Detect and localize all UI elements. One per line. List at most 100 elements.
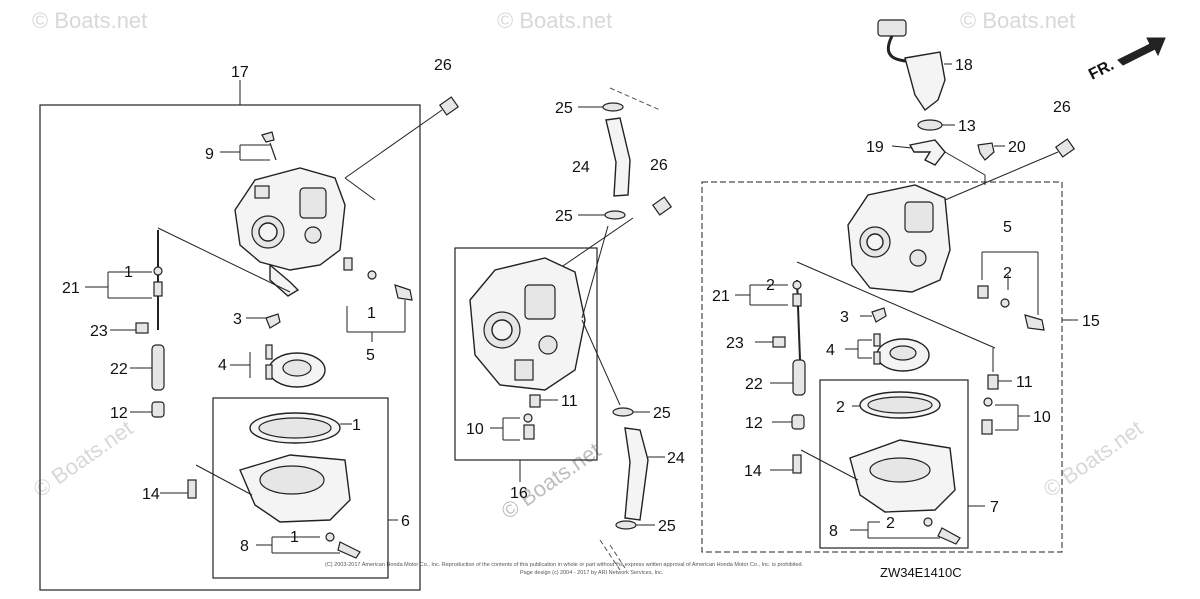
callout-3-right: 3 (840, 309, 849, 326)
jet-12-left (151, 401, 165, 418)
callout-2-washer-right: 2 (886, 515, 895, 532)
sensor-18 (877, 19, 946, 112)
callout-23-right: 23 (726, 335, 744, 352)
callout-21-left: 21 (62, 280, 80, 297)
screw-26-right (1054, 138, 1076, 158)
screw-3-right (871, 307, 887, 323)
carburetor-body-right (847, 184, 951, 293)
hose-24-top (605, 117, 631, 197)
plug-23-left (135, 322, 149, 334)
callout-23-left: 23 (90, 323, 108, 340)
callout-22-right: 22 (745, 376, 763, 393)
diagram-code: ZW34E1410C (880, 565, 962, 580)
watermark-bottom-center: © Boats.net (497, 437, 606, 524)
assembly-box-17 (39, 104, 421, 591)
bracket-19 (908, 139, 946, 166)
callout-2-spring-right: 2 (1003, 265, 1012, 282)
callout-1-washer-left: 1 (290, 529, 299, 546)
watermark-bottom-left: © Boats.net (29, 415, 138, 502)
float-chamber-box-6 (212, 397, 389, 579)
callout-11-center: 11 (561, 393, 578, 410)
spring-1-left (343, 257, 353, 271)
callout-22-left: 22 (110, 361, 128, 378)
callout-1-needle-left: 1 (124, 264, 133, 281)
screw-3-left (265, 313, 281, 329)
clamp-25-a (602, 102, 624, 112)
callout-numbers: 17 26 9 21 1 23 22 12 3 4 1 5 1 14 6 8 1… (62, 57, 1100, 555)
screw-10-right (981, 419, 993, 435)
float-chamber-box-7 (819, 379, 969, 549)
callout-25-a: 25 (555, 100, 573, 117)
screw-20 (977, 142, 995, 161)
screw-8-right (937, 527, 961, 545)
screw-26-left (438, 96, 460, 116)
callout-9: 9 (205, 146, 214, 163)
hose-24-bottom (624, 427, 649, 521)
clamp-25-c (612, 407, 634, 417)
screw-5-left (394, 284, 413, 301)
callout-6: 6 (401, 513, 410, 530)
copyright-line-1: (C) 2003-2017 American Honda Motor Co., … (325, 562, 804, 568)
callout-leaders (85, 63, 1078, 546)
watermarks: © Boats.net © Boats.net © Boats.net © Bo… (29, 8, 1148, 524)
callout-8-right: 8 (829, 523, 838, 540)
holder-22-right (792, 359, 806, 396)
left-carburetor-assembly (39, 80, 460, 591)
watermark-top-right: © Boats.net (960, 8, 1075, 33)
screw-9-left (261, 131, 277, 161)
callout-26-right: 26 (1053, 99, 1071, 116)
spring-2-right (977, 285, 989, 299)
callout-21-right: 21 (712, 288, 730, 305)
callout-17: 17 (231, 64, 249, 81)
callout-2-gasket-right: 2 (836, 399, 845, 416)
screw-14-left (187, 479, 197, 499)
screw-26-center (651, 196, 673, 216)
callout-24-top: 24 (572, 159, 590, 176)
clamp-25-d (615, 520, 637, 530)
carburetor-body-left (234, 167, 346, 297)
front-arrow-icon: FR. (1086, 37, 1166, 84)
clamp-25-b (604, 210, 626, 220)
spring-11-center (529, 394, 541, 408)
callout-26-center: 26 (650, 157, 668, 174)
center-carburetor-assembly (454, 87, 673, 571)
callout-13: 13 (958, 118, 976, 135)
screw-10-center (523, 424, 535, 440)
spring-11-right (987, 374, 999, 390)
callout-12-left: 12 (110, 405, 128, 422)
callout-25-c: 25 (653, 405, 671, 422)
watermark-top-left: © Boats.net (32, 8, 147, 33)
callout-25-d: 25 (658, 518, 676, 535)
copyright-line-2: Page design (c) 2004 - 2017 by ARI Netwo… (520, 570, 664, 576)
callout-15: 15 (1082, 313, 1100, 330)
callout-20: 20 (1008, 139, 1026, 156)
callout-4-right: 4 (826, 342, 835, 359)
callout-7: 7 (990, 499, 999, 516)
callout-8-left: 8 (240, 538, 249, 555)
holder-22-left (151, 344, 165, 391)
callout-10-right: 10 (1033, 409, 1051, 426)
plug-23-right (772, 336, 786, 348)
screw-14-right (792, 454, 802, 474)
callout-3-left: 3 (233, 311, 242, 328)
callout-18: 18 (955, 57, 973, 74)
callout-10-center: 10 (466, 421, 484, 438)
assembly-box-15 (701, 181, 1063, 553)
callout-12-right: 12 (745, 415, 763, 432)
carburetor-body-center (469, 257, 586, 391)
orientation-label: FR. (1086, 57, 1117, 84)
jet-12-right (791, 414, 805, 430)
callout-5-right: 5 (1003, 219, 1012, 236)
watermark-bottom-right: © Boats.net (1039, 415, 1148, 502)
callout-24-bottom: 24 (667, 450, 685, 467)
callout-5-left: 5 (366, 347, 375, 364)
screw-8-left (337, 541, 361, 559)
callout-2-needle-right: 2 (766, 277, 775, 294)
watermark-top-center: © Boats.net (497, 8, 612, 33)
callout-25-b: 25 (555, 208, 573, 225)
callout-16: 16 (510, 485, 528, 502)
screw-5-right (1024, 314, 1045, 331)
callout-11-right: 11 (1016, 374, 1033, 391)
oring-13 (917, 119, 943, 131)
